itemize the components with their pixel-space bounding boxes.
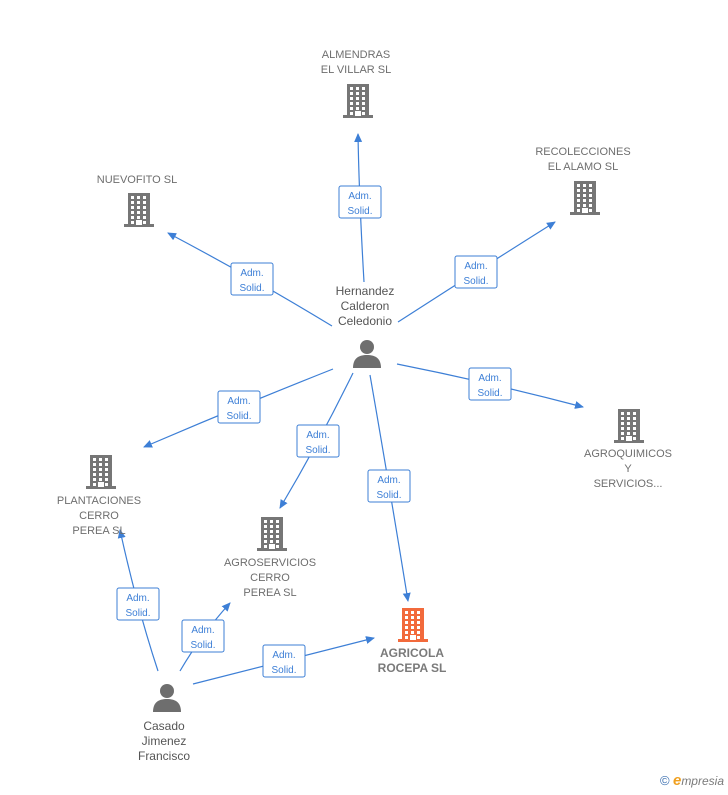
building-icon[interactable] — [396, 607, 430, 648]
edge-label-text: Solid. — [226, 411, 251, 422]
building-icon[interactable] — [84, 454, 118, 495]
person-icon[interactable] — [351, 339, 383, 374]
edge-label-casado-plantaciones[interactable]: Adm. Solid. — [116, 587, 160, 621]
edge-label-hernandez-recolecciones[interactable]: Adm. Solid. — [454, 255, 498, 289]
edge-label-casado-agroservicios[interactable]: Adm. Solid. — [181, 619, 225, 653]
building-icon[interactable] — [341, 83, 375, 124]
edge-label-hernandez-agroservicios[interactable]: Adm. Solid. — [296, 424, 340, 458]
building-icon[interactable] — [255, 516, 289, 557]
edge-label-text: Solid. — [376, 490, 401, 501]
node-label-almendras[interactable]: ALMENDRAS EL VILLAR SL — [320, 49, 392, 76]
edge-label-text: Adm. — [464, 261, 487, 272]
building-icon[interactable] — [568, 180, 602, 221]
edge-label-text: Solid. — [239, 283, 264, 294]
node-label-recolecciones[interactable]: RECOLECCIONES EL ALAMO SL — [535, 146, 631, 173]
node-label-casado[interactable]: Casado Jimenez Francisco — [137, 719, 190, 763]
node-label-agricola[interactable]: AGRICOLA ROCEPA SL — [377, 646, 447, 675]
building-icon[interactable] — [612, 408, 646, 449]
node-label-plantaciones[interactable]: PLANTACIONES CERRO PEREA SL — [56, 495, 142, 537]
edge-label-text: Solid. — [190, 640, 215, 651]
copyright-symbol: © — [660, 773, 670, 788]
edge-label-text: Solid. — [271, 665, 296, 676]
edge-label-hernandez-agricola[interactable]: Adm. Solid. — [367, 469, 411, 503]
edge-label-text: Adm. — [306, 430, 329, 441]
edge-label-text: Adm. — [126, 593, 149, 604]
node-label-hernandez[interactable]: Hernandez Calderon Celedonio — [335, 284, 395, 328]
edge-label-text: Adm. — [240, 268, 263, 279]
node-label-nuevofito[interactable]: NUEVOFITO SL — [96, 174, 178, 186]
node-label-agroservicios[interactable]: AGROSERVICIOS CERRO PEREA SL — [223, 557, 317, 599]
edge-label-text: Adm. — [348, 191, 371, 202]
edge-label-hernandez-plantaciones[interactable]: Adm. Solid. — [217, 390, 261, 424]
brand-name: mpresia — [681, 774, 724, 788]
footer-brand: © empresia — [660, 772, 724, 789]
edge-label-text: Adm. — [191, 625, 214, 636]
node-label-agroquimicos[interactable]: AGROQUIMICOS Y SERVICIOS... — [583, 448, 672, 490]
edge-label-text: Solid. — [347, 206, 372, 217]
edge-label-text: Solid. — [477, 388, 502, 399]
edge-label-hernandez-almendras[interactable]: Adm. Solid. — [338, 185, 382, 219]
edge-label-text: Adm. — [377, 475, 400, 486]
brand-e: e — [672, 772, 682, 789]
edge-label-text: Adm. — [227, 396, 250, 407]
edge-label-text: Solid. — [125, 608, 150, 619]
edge-label-text: Solid. — [305, 445, 330, 456]
edge-label-hernandez-agroquimicos[interactable]: Adm. Solid. — [468, 367, 512, 401]
edge-label-text: Adm. — [478, 373, 501, 384]
building-icon[interactable] — [122, 192, 156, 233]
edge-label-hernandez-nuevofito[interactable]: Adm. Solid. — [230, 262, 274, 296]
edge-label-text: Solid. — [463, 276, 488, 287]
edge-label-text: Adm. — [272, 650, 295, 661]
edge-label-casado-agricola[interactable]: Adm. Solid. — [262, 644, 306, 678]
person-icon[interactable] — [151, 683, 183, 718]
